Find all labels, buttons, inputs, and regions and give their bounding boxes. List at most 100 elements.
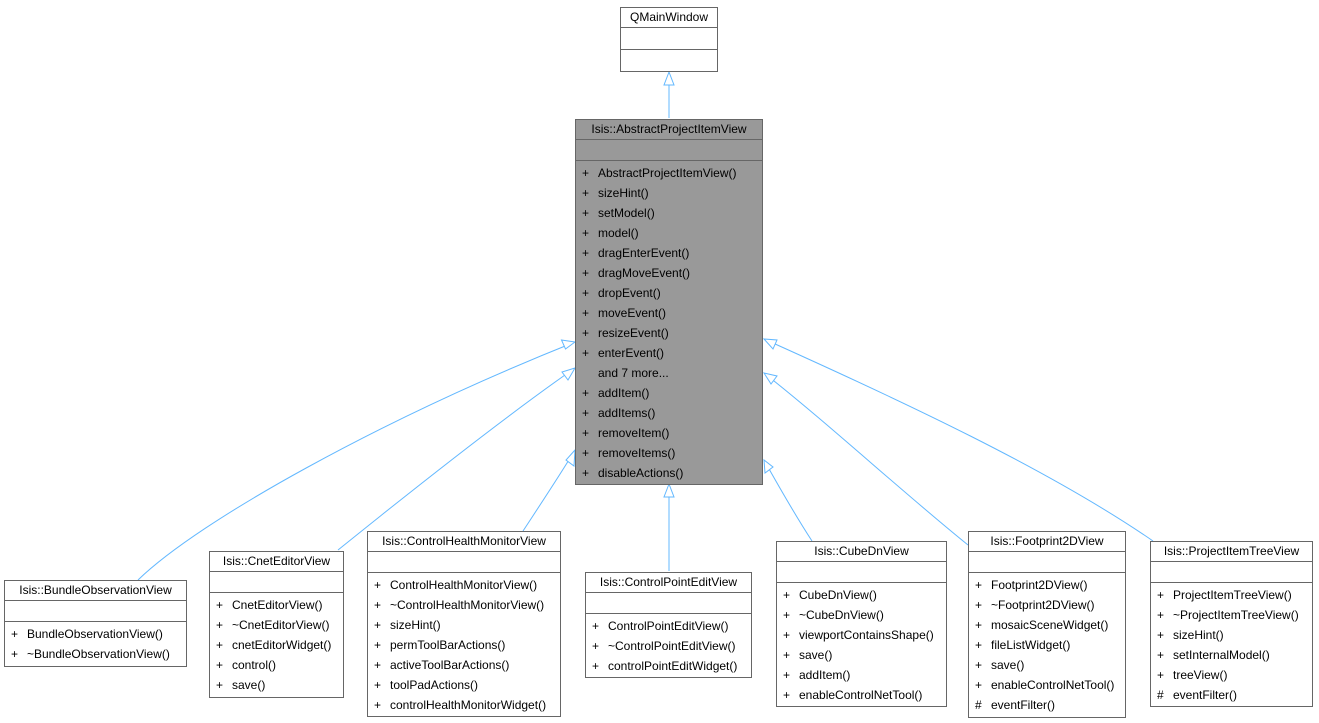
member-row[interactable]: +ControlPointEditView() bbox=[586, 616, 751, 636]
member-row[interactable]: +resizeEvent() bbox=[576, 323, 762, 343]
visibility-marker: + bbox=[1157, 588, 1165, 602]
member-name: ~ProjectItemTreeView() bbox=[1173, 608, 1299, 622]
visibility-marker: + bbox=[582, 326, 590, 340]
member-row[interactable]: +~CnetEditorView() bbox=[210, 615, 343, 635]
class-name: Isis::ControlPointEditView bbox=[599, 575, 738, 589]
visibility-marker: + bbox=[783, 688, 791, 702]
member-row[interactable]: +~ControlPointEditView() bbox=[586, 636, 751, 656]
member-name: toolPadActions() bbox=[390, 678, 479, 692]
member-row[interactable]: +viewportContainsShape() bbox=[777, 625, 946, 645]
visibility-marker: + bbox=[582, 186, 590, 200]
member-row[interactable]: +moveEvent() bbox=[576, 303, 762, 323]
member-row[interactable]: + controlHealthMonitorWidget() bbox=[368, 695, 560, 715]
member-name: enableControlNetTool() bbox=[991, 678, 1115, 692]
member-row[interactable]: +activeToolBarActions() bbox=[368, 655, 560, 675]
member-row[interactable]: +~ControlHealthMonitorView() bbox=[368, 595, 560, 615]
member-row[interactable]: +CnetEditorView() bbox=[210, 595, 343, 615]
member-row[interactable]: +~CubeDnView() bbox=[777, 605, 946, 625]
member-row[interactable]: +fileListWidget() bbox=[969, 635, 1125, 655]
class-name: Isis::Footprint2DView bbox=[990, 534, 1104, 548]
member-row[interactable]: +save() bbox=[969, 655, 1125, 675]
visibility-marker: + bbox=[374, 698, 382, 712]
visibility-marker: + bbox=[582, 386, 590, 400]
member-row[interactable]: +sizeHint() bbox=[1151, 625, 1312, 645]
member-row[interactable]: +removeItems() bbox=[576, 443, 762, 463]
member-row[interactable]: +removeItem() bbox=[576, 423, 762, 443]
member-row[interactable]: +ControlHealthMonitorView() bbox=[368, 575, 560, 595]
visibility-marker: + bbox=[374, 678, 382, 692]
member-name: Footprint2DView() bbox=[991, 578, 1088, 592]
member-row[interactable]: +addItem() bbox=[576, 383, 762, 403]
class-box-bundle-observation-view[interactable]: Isis::BundleObservationView +BundleObser… bbox=[4, 580, 187, 667]
visibility-marker: + bbox=[592, 619, 600, 633]
visibility-marker: + bbox=[582, 246, 590, 260]
class-box-control-point-edit-view[interactable]: Isis::ControlPointEditView +ControlPoint… bbox=[585, 572, 752, 678]
member-name: eventFilter() bbox=[991, 698, 1056, 712]
class-box-cube-dn-view[interactable]: Isis::CubeDnView +CubeDnView()+~CubeDnVi… bbox=[776, 541, 947, 707]
member-row[interactable]: +Footprint2DView() bbox=[969, 575, 1125, 595]
member-name: permToolBarActions() bbox=[390, 638, 506, 652]
member-row[interactable]: +AbstractProjectItemView() bbox=[576, 163, 762, 183]
member-row[interactable]: and 7 more... bbox=[576, 363, 762, 383]
class-name: Isis::BundleObservationView bbox=[19, 583, 172, 597]
member-row[interactable]: +enableControlNetTool() bbox=[777, 685, 946, 705]
member-row[interactable]: +dragEnterEvent() bbox=[576, 243, 762, 263]
operations-section: +AbstractProjectItemView()+sizeHint()+se… bbox=[576, 160, 762, 483]
class-name: Isis::ProjectItemTreeView bbox=[1163, 544, 1300, 558]
member-row[interactable]: +model() bbox=[576, 223, 762, 243]
member-row[interactable]: + toolPadActions() bbox=[368, 675, 560, 695]
class-box-cnet-editor-view[interactable]: Isis::CnetEditorView +CnetEditorView()+~… bbox=[209, 551, 344, 698]
member-row[interactable]: +mosaicSceneWidget() bbox=[969, 615, 1125, 635]
member-name: fileListWidget() bbox=[991, 638, 1071, 652]
member-row[interactable]: +dropEvent() bbox=[576, 283, 762, 303]
class-box-control-health-monitor-view[interactable]: Isis::ControlHealthMonitorView +ControlH… bbox=[367, 531, 561, 717]
member-row[interactable]: +~Footprint2DView() bbox=[969, 595, 1125, 615]
member-name: save() bbox=[232, 678, 266, 692]
visibility-marker: + bbox=[216, 598, 224, 612]
edge-cubedn bbox=[763, 459, 813, 542]
visibility-marker: + bbox=[11, 627, 19, 641]
member-row[interactable]: +setModel() bbox=[576, 203, 762, 223]
member-row[interactable]: +enterEvent() bbox=[576, 343, 762, 363]
member-row[interactable]: +enableControlNetTool() bbox=[969, 675, 1125, 695]
member-row[interactable]: +treeView() bbox=[1151, 665, 1312, 685]
visibility-marker: + bbox=[783, 668, 791, 682]
member-row[interactable]: +permToolBarActions() bbox=[368, 635, 560, 655]
member-row[interactable]: +addItem() bbox=[777, 665, 946, 685]
edge-base-arrowhead bbox=[663, 70, 675, 86]
class-box-qmainwindow[interactable]: QMainWindow bbox=[620, 7, 718, 72]
member-row[interactable]: +sizeHint() bbox=[576, 183, 762, 203]
member-row[interactable]: +ProjectItemTreeView() bbox=[1151, 585, 1312, 605]
member-row[interactable]: + dragMoveEvent() bbox=[576, 263, 762, 283]
visibility-marker: + bbox=[582, 406, 590, 420]
member-name: enterEvent() bbox=[598, 346, 665, 360]
member-name: treeView() bbox=[1173, 668, 1228, 682]
visibility-marker: + bbox=[216, 638, 224, 652]
member-row[interactable]: +cnetEditorWidget() bbox=[210, 635, 343, 655]
member-row[interactable]: +save() bbox=[777, 645, 946, 665]
visibility-marker: + bbox=[216, 678, 224, 692]
member-row[interactable]: #eventFilter() bbox=[1151, 685, 1312, 705]
class-box-project-item-tree-view[interactable]: Isis::ProjectItemTreeView +ProjectItemTr… bbox=[1150, 541, 1313, 707]
member-row[interactable]: +setInternalModel() bbox=[1151, 645, 1312, 665]
member-row[interactable]: +CubeDnView() bbox=[777, 585, 946, 605]
member-row[interactable]: +BundleObservationView() bbox=[5, 624, 186, 644]
class-box-abstract-project-item-view[interactable]: Isis::AbstractProjectItemView +AbstractP… bbox=[575, 119, 763, 485]
member-name: dragMoveEvent() bbox=[598, 266, 691, 280]
class-box-footprint-2d-view[interactable]: Isis::Footprint2DView +Footprint2DView()… bbox=[968, 531, 1126, 718]
member-row[interactable]: +addItems() bbox=[576, 403, 762, 423]
member-row[interactable]: #eventFilter() bbox=[969, 695, 1125, 715]
visibility-marker: + bbox=[592, 639, 600, 653]
member-row[interactable]: +controlPointEditWidget() bbox=[586, 656, 751, 676]
visibility-marker: + bbox=[582, 266, 590, 280]
operations-section: +CnetEditorView()+~CnetEditorView()+cnet… bbox=[210, 592, 343, 695]
member-row[interactable]: +control() bbox=[210, 655, 343, 675]
member-row[interactable]: +sizeHint() bbox=[368, 615, 560, 635]
member-name: controlHealthMonitorWidget() bbox=[390, 698, 547, 712]
member-row[interactable]: + save() bbox=[210, 675, 343, 695]
member-row[interactable]: +~BundleObservationView() bbox=[5, 644, 186, 664]
visibility-marker: + bbox=[374, 658, 382, 672]
member-row[interactable]: +disableActions() bbox=[576, 463, 762, 483]
member-row[interactable]: +~ProjectItemTreeView() bbox=[1151, 605, 1312, 625]
member-name: model() bbox=[598, 226, 639, 240]
